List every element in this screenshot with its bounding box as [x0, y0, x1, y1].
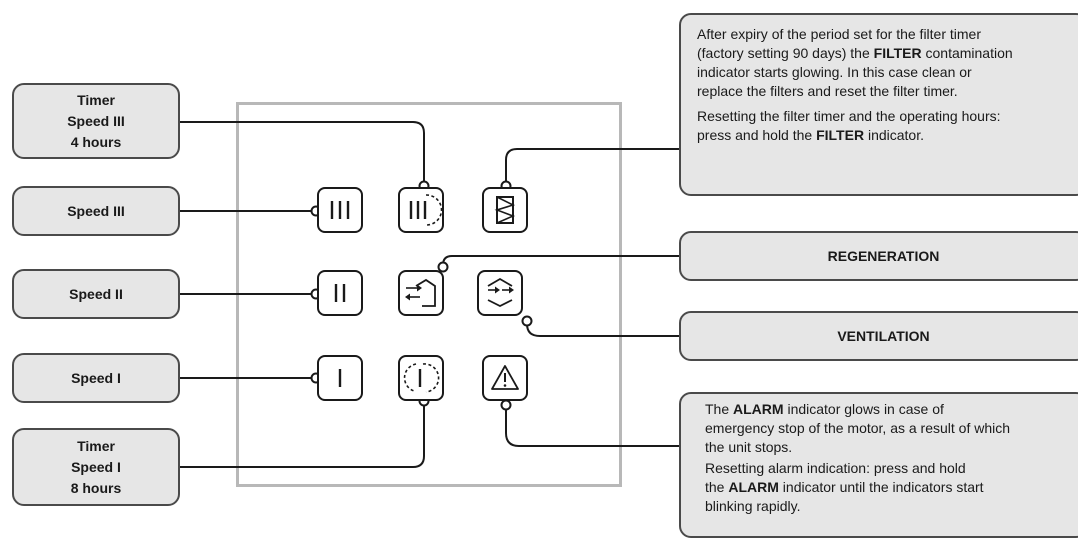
one-bar-timer-icon [403, 363, 440, 393]
speed2-button[interactable] [317, 270, 363, 316]
timer-speed3-line-3: 4 hours [70, 133, 122, 150]
timer-speed1-line-3: 8 hours [70, 479, 122, 496]
filter-note-paragraph-2: Resetting the filter timer and the opera… [697, 107, 1078, 145]
alarm-note-text: the unit stops. [705, 439, 793, 455]
filter-note-text: contamination [921, 45, 1013, 61]
filter-keyword: FILTER [816, 127, 865, 143]
alarm-warning-icon [491, 365, 519, 390]
timer-speed3-line-2: Speed III [67, 112, 125, 129]
alarm-note-text: emergency stop of the motor, as a result… [705, 420, 1011, 436]
filter-note-text: After expiry of the period set for the f… [697, 26, 982, 42]
three-bars-timer-icon [409, 194, 442, 226]
alarm-note-paragraph-1: The ALARM indicator glows in case of eme… [705, 400, 1078, 457]
alarm-note-text: indicator until the indicators start [778, 479, 984, 495]
alarm-note-callout: The ALARM indicator glows in case of eme… [679, 392, 1078, 538]
alarm-note-text: The [705, 401, 734, 417]
filter-note-callout: After expiry of the period set for the f… [679, 13, 1078, 196]
one-bar-icon [338, 369, 342, 387]
filter-note-paragraph-1: After expiry of the period set for the f… [697, 25, 1078, 101]
filter-icon [494, 196, 516, 224]
filter-note-text: indicator. [864, 127, 924, 143]
timer-speed3-button[interactable] [398, 187, 444, 233]
filter-note-text: press and hold the [697, 127, 817, 143]
filter-keyword: FILTER [873, 45, 922, 61]
alarm-note-text: Resetting alarm indication: press and ho… [705, 460, 966, 476]
regeneration-callout: REGENERATION [679, 231, 1078, 281]
speed3-callout: Speed III [12, 186, 180, 236]
speed1-callout: Speed I [12, 353, 180, 403]
speed1-button[interactable] [317, 355, 363, 401]
speed2-label: Speed II [69, 285, 123, 302]
speed2-callout: Speed II [12, 269, 180, 319]
timer-speed1-line-1: Timer [77, 437, 115, 454]
alarm-note-paragraph-2: Resetting alarm indication: press and ho… [705, 459, 1078, 516]
filter-note-text: Resetting the filter timer and the opera… [697, 108, 1001, 124]
filter-note-text: (factory setting 90 days) the [697, 45, 874, 61]
speed1-label: Speed I [71, 369, 121, 386]
timer-speed3-line-1: Timer [77, 91, 115, 108]
alarm-note-text: the [705, 479, 729, 495]
regeneration-label: REGENERATION [827, 248, 940, 264]
timer-speed3-callout: Timer Speed III 4 hours [12, 83, 180, 159]
speed3-label: Speed III [67, 202, 125, 219]
alarm-note-text: indicator glows in case of [783, 401, 944, 417]
timer-speed1-button[interactable] [398, 355, 444, 401]
ventilation-icon [487, 277, 514, 308]
alarm-keyword: ALARM [733, 401, 784, 417]
regeneration-button[interactable] [398, 270, 444, 316]
ventilation-label: VENTILATION [837, 328, 930, 344]
ventilation-button[interactable] [477, 270, 523, 316]
alarm-keyword: ALARM [728, 479, 779, 495]
filter-note-text: indicator starts glowing. In this case c… [697, 64, 972, 80]
three-bars-icon [330, 201, 350, 219]
alarm-note-text: blinking rapidly. [705, 498, 801, 514]
timer-speed1-line-2: Speed I [71, 458, 121, 475]
speed3-button[interactable] [317, 187, 363, 233]
two-bars-icon [334, 284, 346, 302]
regeneration-icon [405, 278, 436, 307]
filter-button[interactable] [482, 187, 528, 233]
ventilation-callout: VENTILATION [679, 311, 1078, 361]
filter-note-text: replace the filters and reset the filter… [697, 83, 958, 99]
alarm-button[interactable] [482, 355, 528, 401]
timer-speed1-callout: Timer Speed I 8 hours [12, 428, 180, 506]
